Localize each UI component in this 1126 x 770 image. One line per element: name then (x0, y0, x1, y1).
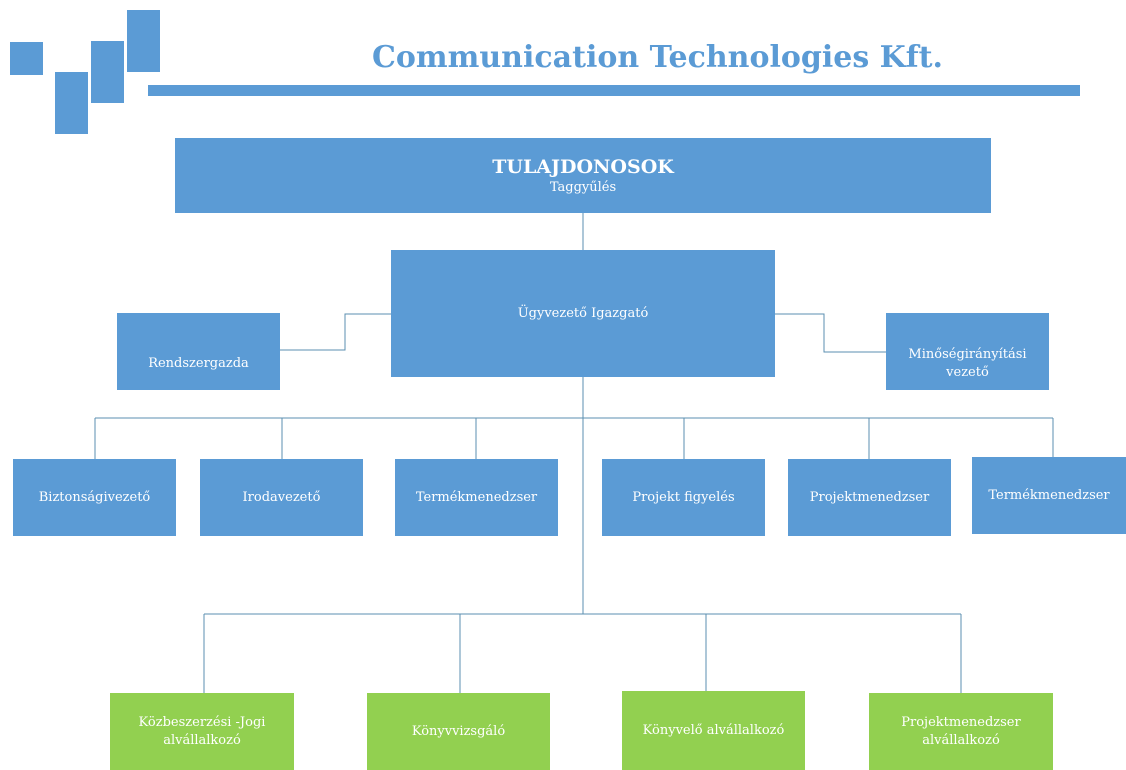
manager-box-project-manager: Projektmenedzser (788, 459, 951, 536)
subcontractor-box-procurement-legal: Közbeszerzési -Jogi alvállalkozó (110, 693, 294, 770)
manager-box-product-2: Termékmenedzser (972, 457, 1126, 534)
manager-label: Termékmenedzser (988, 487, 1110, 503)
manager-label: Projektmenedzser (809, 489, 930, 505)
quality-manager-box: Minőségirányítási vezető (886, 313, 1049, 390)
subcontractor-label-2: alvállalkozó (163, 732, 241, 748)
manager-label: Biztonságivezető (38, 489, 151, 505)
owners-subtitle: Taggyűlés (549, 179, 617, 195)
system-admin-box: Rendszergazda (117, 313, 280, 390)
subcontractor-label-1: Könyvvizsgáló (411, 723, 506, 739)
title-underline (148, 85, 1080, 96)
manager-box-security: Biztonságivezető (13, 459, 176, 536)
logo-square-2 (55, 72, 88, 134)
quality-manager-label-2: vezető (946, 364, 989, 380)
ceo-box: Ügyvezető Igazgató (391, 250, 775, 377)
manager-box-office: Irodavezető (200, 459, 363, 536)
ceo-label: Ügyvezető Igazgató (517, 305, 649, 321)
logo-square-1 (10, 42, 43, 75)
quality-manager-label-1: Minőségirányítási (908, 346, 1027, 362)
subcontractor-label-1: Közbeszerzési -Jogi (138, 714, 266, 730)
logo-square-4 (127, 10, 160, 72)
owners-box: TULAJDONOSOK Taggyűlés (175, 138, 991, 213)
subcontractor-box-auditor: Könyvvizsgáló (367, 693, 550, 770)
subcontractor-label-1: Projektmenedzser (901, 714, 1021, 730)
system-admin-label: Rendszergazda (148, 355, 249, 371)
subcontractor-label-2: alvállalkozó (922, 732, 1000, 748)
manager-label: Irodavezető (242, 489, 321, 505)
manager-box-project-monitoring: Projekt figyelés (602, 459, 765, 536)
manager-label: Projekt figyelés (632, 489, 735, 505)
subcontractor-box-accounting: Könyvelő alvállalkozó (622, 691, 805, 770)
manager-label: Termékmenedzser (415, 489, 538, 505)
logo-square-3 (91, 41, 124, 103)
manager-box-product-1: Termékmenedzser (395, 459, 558, 536)
company-title: Communication Technologies Kft. (372, 40, 943, 75)
subcontractor-label-1: Könyvelő alvállalkozó (642, 722, 785, 738)
owners-title: TULAJDONOSOK (492, 155, 674, 178)
subcontractor-box-project-manager: Projektmenedzser alvállalkozó (869, 693, 1053, 770)
